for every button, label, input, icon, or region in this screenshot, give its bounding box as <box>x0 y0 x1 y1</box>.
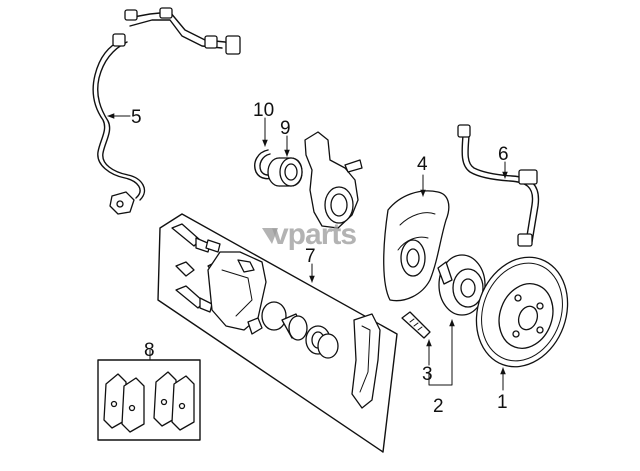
callout-3: 3 <box>422 364 433 385</box>
callout-labels: 1 2 3 4 5 6 7 8 9 10 <box>131 100 509 417</box>
callout-1: 1 <box>497 392 508 413</box>
watermark-logo: vparts <box>262 218 357 251</box>
steering-knuckle <box>304 131 363 229</box>
caliper-kit-box <box>157 213 398 453</box>
callout-10: 10 <box>253 100 274 121</box>
hub-bolt <box>401 311 431 339</box>
brake-pad-set <box>103 371 195 433</box>
brake-hose <box>457 124 540 247</box>
dust-shield <box>383 190 450 302</box>
abs-sensor-wire <box>92 7 241 215</box>
callout-9: 9 <box>280 118 291 139</box>
brake-pad-box <box>97 359 201 441</box>
brake-rotor <box>475 256 569 368</box>
callout-6: 6 <box>498 144 509 165</box>
leader-lines <box>107 113 508 391</box>
callout-2: 2 <box>433 396 444 417</box>
watermark-text: vparts <box>272 218 356 251</box>
caliper-piston <box>261 301 339 359</box>
wheel-bearing <box>267 157 303 187</box>
callout-8: 8 <box>144 340 155 361</box>
wheel-hub <box>437 254 486 316</box>
caliper-bracket <box>351 313 381 409</box>
callout-7: 7 <box>305 246 316 267</box>
callout-5: 5 <box>131 107 142 128</box>
callout-4: 4 <box>417 154 428 175</box>
caliper-body <box>207 251 267 335</box>
